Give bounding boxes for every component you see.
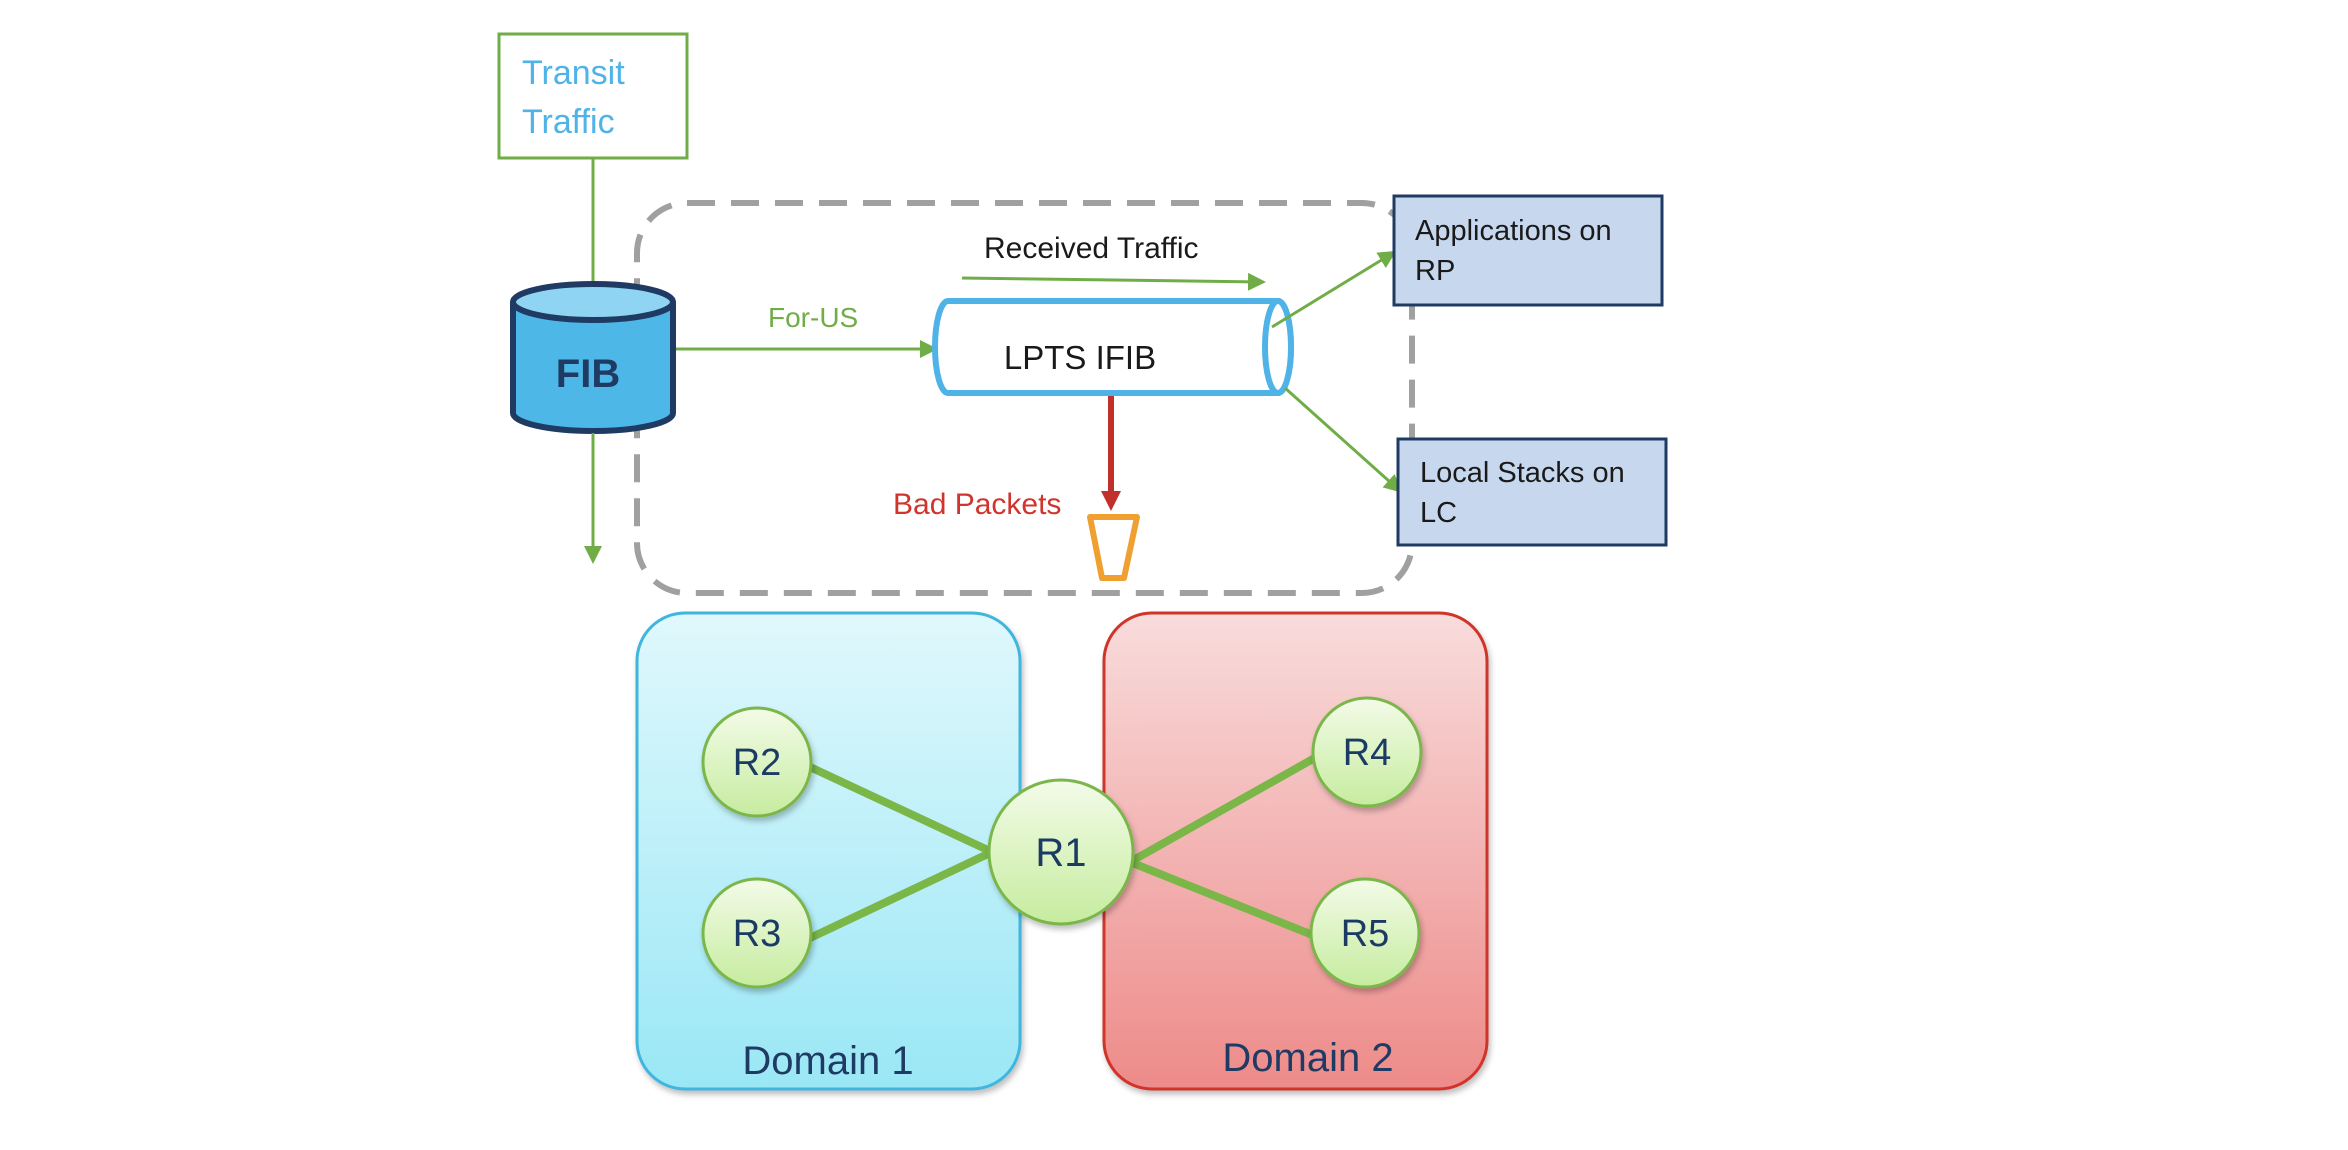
router-r3-label: R3 [733,913,782,955]
lpts-boundary [634,200,1415,596]
router-r5: R5 [1309,877,1421,989]
link-r2-r1 [808,763,994,856]
transit-traffic-label-line2: Traffic [522,103,615,141]
link-r1-r4 [1128,751,1322,866]
lpts-ifib-pipe: LPTS IFIB [932,298,1294,396]
domain-2: Domain 2 [1102,611,1489,1091]
router-links [808,751,1322,942]
local-stacks-label-line2: LC [1420,497,1457,529]
domain-1: Domain 1 [635,611,1022,1091]
drop-bucket-icon [1087,514,1140,581]
fib-label: FIB [556,352,620,396]
fib-cylinder: FIB [510,281,676,434]
router-r2: R2 [701,706,813,818]
router-r3: R3 [701,877,813,989]
local-stacks-box: Local Stacks on LC [1396,437,1668,547]
bad-packets-label: Bad Packets [893,488,1061,521]
to-local-stacks-arrow [1283,386,1402,493]
lpts-ifib-label: LPTS IFIB [1004,339,1156,376]
to-applications-arrow [1271,250,1397,329]
applications-box: Applications on RP [1392,194,1664,307]
local-stacks-label-line1: Local Stacks on [1420,457,1625,489]
domain-2-label: Domain 2 [1222,1036,1393,1080]
transit-traffic-label-line1: Transit [522,54,625,92]
for-us-label: For-US [768,302,858,333]
applications-label-line1: Applications on [1415,215,1612,247]
router-r4: R4 [1311,696,1423,808]
router-r5-label: R5 [1341,913,1390,955]
transit-traffic-box: Transit Traffic [497,32,689,160]
domain-1-label: Domain 1 [742,1039,913,1083]
router-r1: R1 [987,778,1135,926]
router-r1-label: R1 [1035,831,1086,875]
router-r2-label: R2 [733,742,782,784]
applications-label-line2: RP [1415,255,1455,287]
received-traffic-label: Received Traffic [984,232,1199,265]
link-r3-r1 [808,848,994,942]
received-traffic-arrow [961,272,1266,291]
link-r1-r5 [1128,858,1322,942]
router-r4-label: R4 [1343,732,1392,774]
